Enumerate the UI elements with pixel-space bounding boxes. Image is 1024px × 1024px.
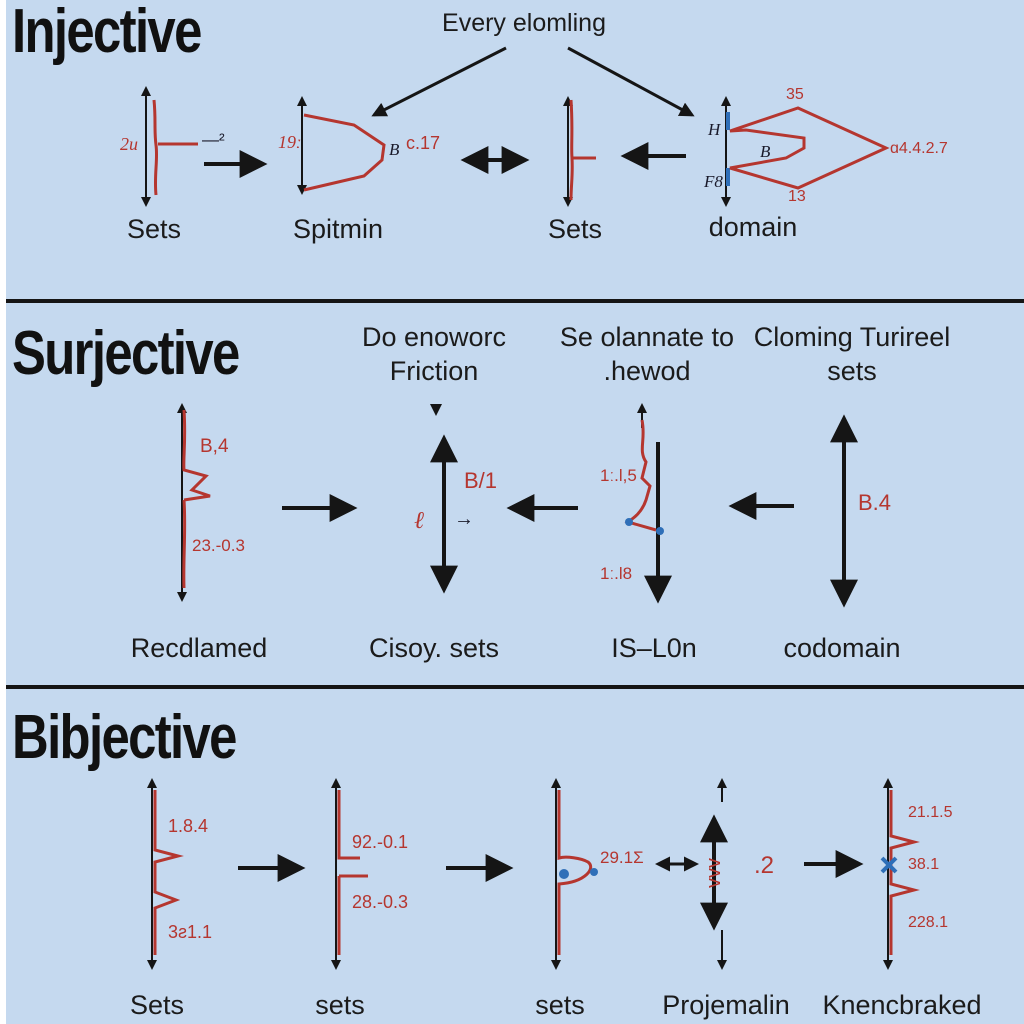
value-label: ɑ4.4.2.7	[890, 140, 948, 157]
red-shape	[303, 113, 386, 192]
value-label: B	[760, 142, 771, 161]
injective-heading: Injective	[12, 0, 202, 66]
value-label: —²	[202, 130, 225, 149]
pointer-arrow-left	[371, 46, 507, 117]
red-curve	[153, 790, 184, 955]
bijective-heading: Bibjective	[12, 703, 237, 772]
section-divider	[6, 299, 1024, 303]
red-curve	[337, 790, 368, 955]
value-label: ʌʌʌ	[704, 858, 726, 888]
value-label: B/1	[464, 468, 498, 493]
value-label: ℓ	[414, 508, 424, 534]
node-label: Sets	[126, 214, 182, 244]
red-curve	[569, 99, 596, 201]
value-label: B,4	[200, 436, 229, 457]
node-label: sets	[315, 990, 365, 1020]
node-label: IS–L0n	[611, 633, 697, 663]
red-curve	[182, 409, 211, 589]
value-label: 21.1.5	[908, 804, 953, 821]
value-label: 1.8.4	[168, 816, 209, 836]
surjective-heading: Surjective	[12, 319, 240, 388]
value-label: 1ː.l,5	[600, 466, 637, 485]
red-curve	[624, 419, 657, 532]
value-label: 3ƨ1.1	[168, 922, 213, 942]
value-label: 13	[788, 188, 806, 205]
blue-dot	[656, 527, 664, 535]
value-label: F8	[704, 172, 723, 191]
column-header: Do enoworc Friction	[361, 322, 507, 386]
value-label: B.4	[858, 490, 892, 515]
node-label: Projemalin	[662, 990, 790, 1020]
node-label: domain	[708, 212, 798, 242]
section-divider	[6, 685, 1024, 689]
node-label: Sets	[129, 990, 185, 1020]
value-label: →	[454, 508, 474, 530]
red-shape	[729, 106, 890, 190]
injective-caption: Every elomling	[442, 9, 606, 37]
value-label: 23.-0.3	[192, 536, 245, 555]
node-label: Cisoy. sets	[368, 633, 500, 663]
node-label: Knencbraked	[822, 990, 982, 1020]
node-label: sets	[535, 990, 585, 1020]
value-label: c.17	[406, 133, 441, 153]
surjective-art	[177, 403, 858, 608]
column-header: Se olannate to .hewod	[559, 322, 735, 386]
value-label: 28.-0.3	[352, 892, 409, 912]
value-label: 2u	[120, 134, 138, 154]
diagram-artwork	[141, 46, 920, 970]
injective-art	[141, 46, 890, 207]
bijective-art	[147, 778, 920, 970]
value-label: .2	[754, 852, 775, 879]
value-label: B	[389, 140, 400, 159]
small-wedge	[430, 404, 442, 416]
value-label: 228.1	[908, 914, 949, 931]
red-curve	[152, 99, 159, 196]
red-curve	[557, 790, 593, 955]
value-label: 19ː	[278, 132, 302, 152]
node-label: Sets	[547, 214, 603, 244]
value-label: 38.1	[908, 856, 940, 873]
value-label: H	[708, 120, 721, 139]
value-label: 92.-0.1	[352, 832, 409, 852]
blue-dot	[590, 868, 598, 876]
pointer-arrow-right	[567, 46, 695, 117]
node-label: Recdlamed	[130, 633, 268, 663]
node-label: codomain	[783, 633, 901, 663]
column-header: Cloming Turireel sets	[753, 322, 951, 386]
blue-dot	[559, 869, 569, 879]
blue-cross	[880, 856, 898, 874]
value-label: 29.1Σ	[600, 848, 644, 867]
value-label: 35	[786, 86, 804, 103]
value-label: 1ː.l8	[600, 564, 633, 583]
node-label: Spitmin	[292, 214, 384, 244]
blue-dot	[625, 518, 633, 526]
